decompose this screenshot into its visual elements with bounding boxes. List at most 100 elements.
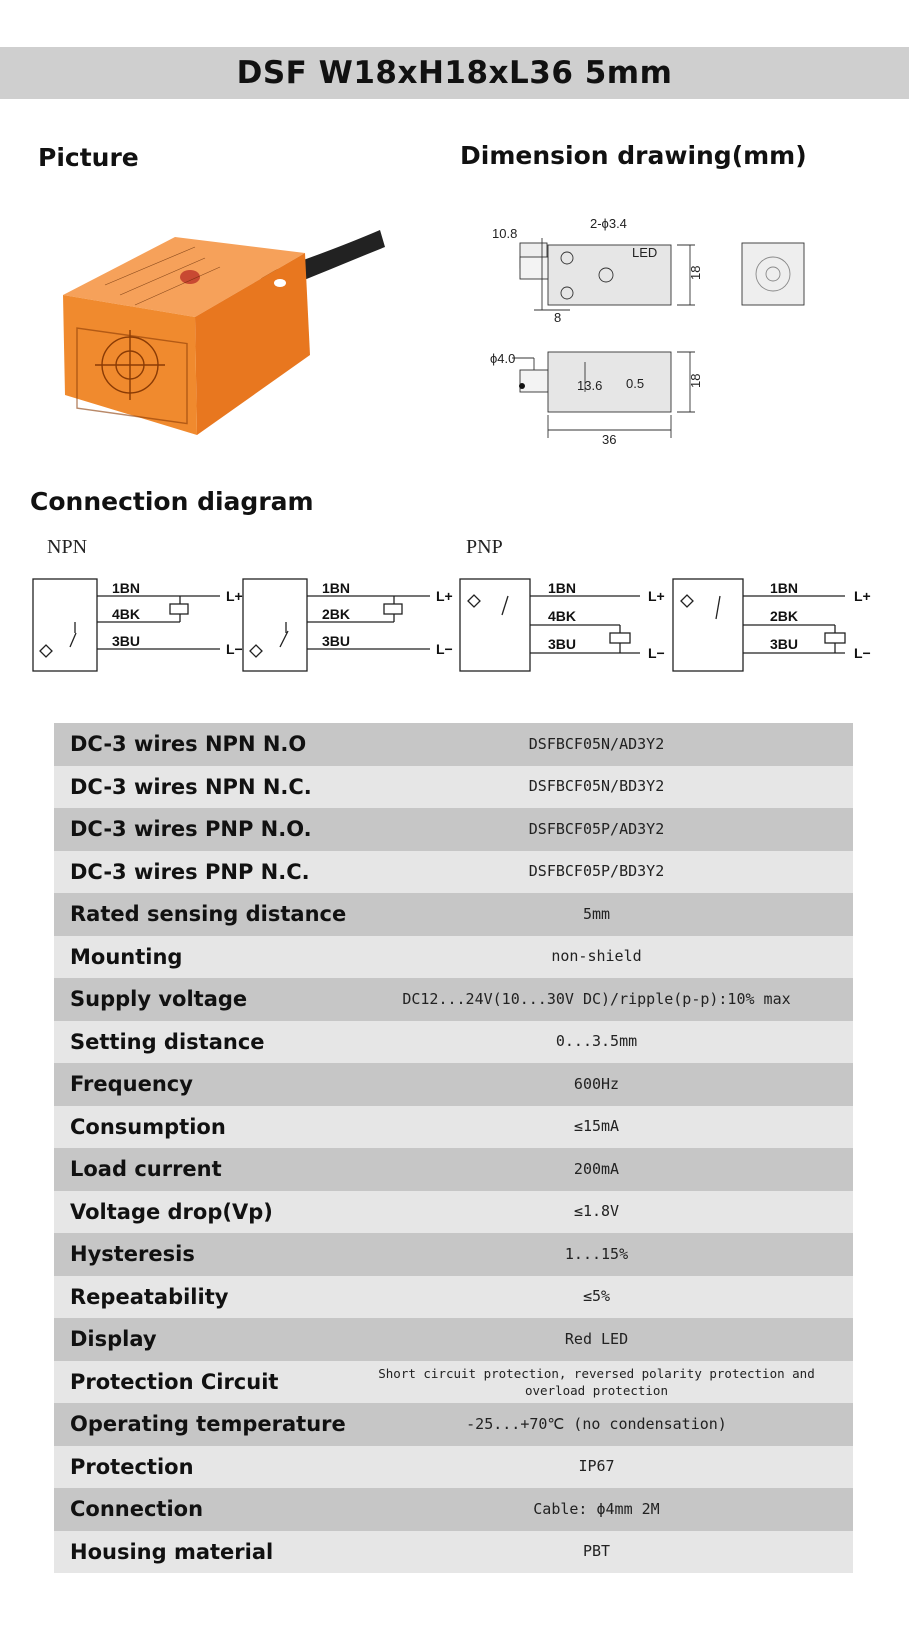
sensor-side bbox=[195, 253, 310, 435]
spec-label: Rated sensing distance bbox=[70, 902, 347, 927]
led-window bbox=[180, 270, 200, 284]
dim-led: LED bbox=[632, 245, 657, 260]
spec-label: DC-3 wires PNP N.C. bbox=[70, 859, 310, 884]
spec-value: PBT bbox=[582, 1542, 611, 1561]
product-image bbox=[63, 230, 385, 435]
spec-value: 5mm bbox=[582, 904, 611, 923]
spec-value: 0...3.5mm bbox=[555, 1032, 638, 1051]
npn-nc-bn: 1BN bbox=[322, 580, 350, 596]
dim-13-6: 13.6 bbox=[577, 378, 602, 393]
spec-value: ≤5% bbox=[582, 1287, 611, 1306]
spec-row: DC-3 wires PNP N.C. DSFBCF05P/BD3Y2 bbox=[54, 850, 853, 893]
spec-label: Mounting bbox=[70, 944, 183, 969]
spec-row: Display Red LED bbox=[54, 1318, 853, 1361]
spec-label: Hysteresis bbox=[70, 1242, 195, 1267]
dim-8: 8 bbox=[554, 310, 561, 325]
spec-value: Short circuit protection, reversed polar… bbox=[378, 1365, 815, 1398]
pnp-nc-bn: 1BN bbox=[770, 580, 798, 596]
spec-label: Consumption bbox=[70, 1114, 226, 1139]
spec-row: Protection IP67 bbox=[54, 1445, 853, 1488]
spec-label: DC-3 wires PNP N.O. bbox=[70, 817, 312, 842]
spec-value: DSFBCF05P/AD3Y2 bbox=[528, 819, 665, 838]
spec-value: DSFBCF05N/AD3Y2 bbox=[528, 734, 665, 753]
spec-row: DC-3 wires NPN N.O DSFBCF05N/AD3Y2 bbox=[54, 723, 853, 766]
spec-row: DC-3 wires PNP N.O. DSFBCF05P/AD3Y2 bbox=[54, 808, 853, 851]
pnp-no-diagram bbox=[459, 578, 640, 672]
spec-label: Protection bbox=[70, 1454, 194, 1479]
spec-value: ≤1.8V bbox=[573, 1202, 620, 1221]
npn-nc-bu: 3BU bbox=[322, 633, 350, 649]
spec-row: Hysteresis 1...15% bbox=[54, 1233, 853, 1276]
spec-row: Consumption ≤15mA bbox=[54, 1105, 853, 1148]
picture-heading: Picture bbox=[38, 143, 139, 172]
dim-10-8: 10.8 bbox=[492, 226, 517, 241]
spec-value: DC12...24V(10...30V DC)/ripple(p-p):10% … bbox=[402, 989, 791, 1008]
npn-no-lminus: L− bbox=[226, 641, 243, 657]
spec-row: Setting distance 0...3.5mm bbox=[54, 1020, 853, 1063]
dim-0-5: 0.5 bbox=[626, 376, 644, 391]
spec-value: 600Hz bbox=[573, 1074, 620, 1093]
spec-row: Housing material PBT bbox=[54, 1530, 853, 1573]
pnp-no-bk: 4BK bbox=[548, 608, 576, 624]
spec-table: DC-3 wires NPN N.O DSFBCF05N/AD3Y2 DC-3 w… bbox=[54, 723, 853, 1573]
npn-no-bn: 1BN bbox=[112, 580, 140, 596]
npn-nc-lplus: L+ bbox=[436, 588, 453, 604]
pnp-nc-diagram bbox=[672, 578, 846, 672]
mount-hole bbox=[274, 279, 286, 287]
spec-label: Frequency bbox=[70, 1072, 193, 1097]
npn-label: NPN bbox=[47, 536, 88, 558]
spec-value: -25...+70℃ (no condensation) bbox=[466, 1414, 727, 1433]
dim-36: 36 bbox=[602, 432, 616, 447]
spec-value: non-shield bbox=[551, 947, 642, 966]
spec-label: DC-3 wires NPN N.O bbox=[70, 732, 307, 757]
dim-holes: 2-ϕ3.4 bbox=[590, 216, 627, 231]
spec-label: Load current bbox=[70, 1157, 222, 1182]
pnp-no-lminus: L− bbox=[648, 645, 665, 661]
spec-value: Red LED bbox=[564, 1329, 629, 1348]
pnp-nc-lminus: L− bbox=[854, 645, 871, 661]
spec-label: Protection Circuit bbox=[70, 1369, 279, 1394]
spec-row: Load current 200mA bbox=[54, 1148, 853, 1191]
page-title: DSF W18xH18xL36 5mm bbox=[0, 47, 909, 99]
spec-label: Connection bbox=[70, 1497, 204, 1522]
pnp-no-bu: 3BU bbox=[548, 636, 576, 652]
spec-row: Connection Cable: ϕ4mm 2M bbox=[54, 1488, 853, 1531]
spec-value: 1...15% bbox=[564, 1244, 629, 1263]
spec-value: DSFBCF05N/BD3Y2 bbox=[528, 777, 665, 796]
dim-cable: ϕ4.0 bbox=[490, 351, 515, 366]
spec-value: ≤15mA bbox=[573, 1117, 620, 1136]
pnp-no-bn: 1BN bbox=[548, 580, 576, 596]
spec-label: Setting distance bbox=[70, 1029, 265, 1054]
npn-no-bk: 4BK bbox=[112, 606, 140, 622]
spec-row: Frequency 600Hz bbox=[54, 1063, 853, 1106]
pnp-nc-bk: 2BK bbox=[770, 608, 798, 624]
spec-value: 200mA bbox=[573, 1159, 620, 1178]
spec-label: Display bbox=[70, 1327, 157, 1352]
spec-row: Rated sensing distance 5mm bbox=[54, 893, 853, 936]
pnp-label: PNP bbox=[466, 536, 503, 558]
dim-18-top: 18 bbox=[688, 266, 703, 280]
npn-no-bu: 3BU bbox=[112, 633, 140, 649]
spec-row: Operating temperature-25...+70℃ (no cond… bbox=[54, 1403, 853, 1446]
spec-row: Protection Circuit Short circuit protecti… bbox=[54, 1360, 853, 1403]
npn-no-diagram bbox=[32, 578, 220, 672]
spec-value: Cable: ϕ4mm 2M bbox=[533, 1499, 660, 1518]
spec-row: Repeatability ≤5% bbox=[54, 1275, 853, 1318]
npn-nc-diagram bbox=[242, 578, 430, 672]
spec-row: DC-3 wires NPN N.C. DSFBCF05N/BD3Y2 bbox=[54, 765, 853, 808]
connection-heading: Connection diagram bbox=[30, 487, 314, 516]
pnp-nc-bu: 3BU bbox=[770, 636, 798, 652]
spec-label: Repeatability bbox=[70, 1284, 229, 1309]
spec-label: Supply voltage bbox=[70, 987, 248, 1012]
spec-label: DC-3 wires NPN N.C. bbox=[70, 774, 312, 799]
spec-value: IP67 bbox=[578, 1457, 615, 1476]
spec-value: DSFBCF05P/BD3Y2 bbox=[528, 862, 665, 881]
spec-row: Voltage drop(Vp) ≤1.8V bbox=[54, 1190, 853, 1233]
spec-label: Housing material bbox=[70, 1539, 274, 1564]
connection-diagrams: 1BN 4BK 3BU L+ L− 1BN 2BK 3BU L+ L− 1BN … bbox=[32, 578, 871, 672]
dim-18-side: 18 bbox=[688, 374, 703, 388]
npn-nc-bk: 2BK bbox=[322, 606, 350, 622]
spec-label: Voltage drop(Vp) bbox=[70, 1199, 273, 1224]
npn-no-lplus: L+ bbox=[226, 588, 243, 604]
dimension-drawing: 10.8 2-ϕ3.4 LED 8 ϕ4.0 13.6 0.5 36 18 18 bbox=[490, 216, 805, 447]
